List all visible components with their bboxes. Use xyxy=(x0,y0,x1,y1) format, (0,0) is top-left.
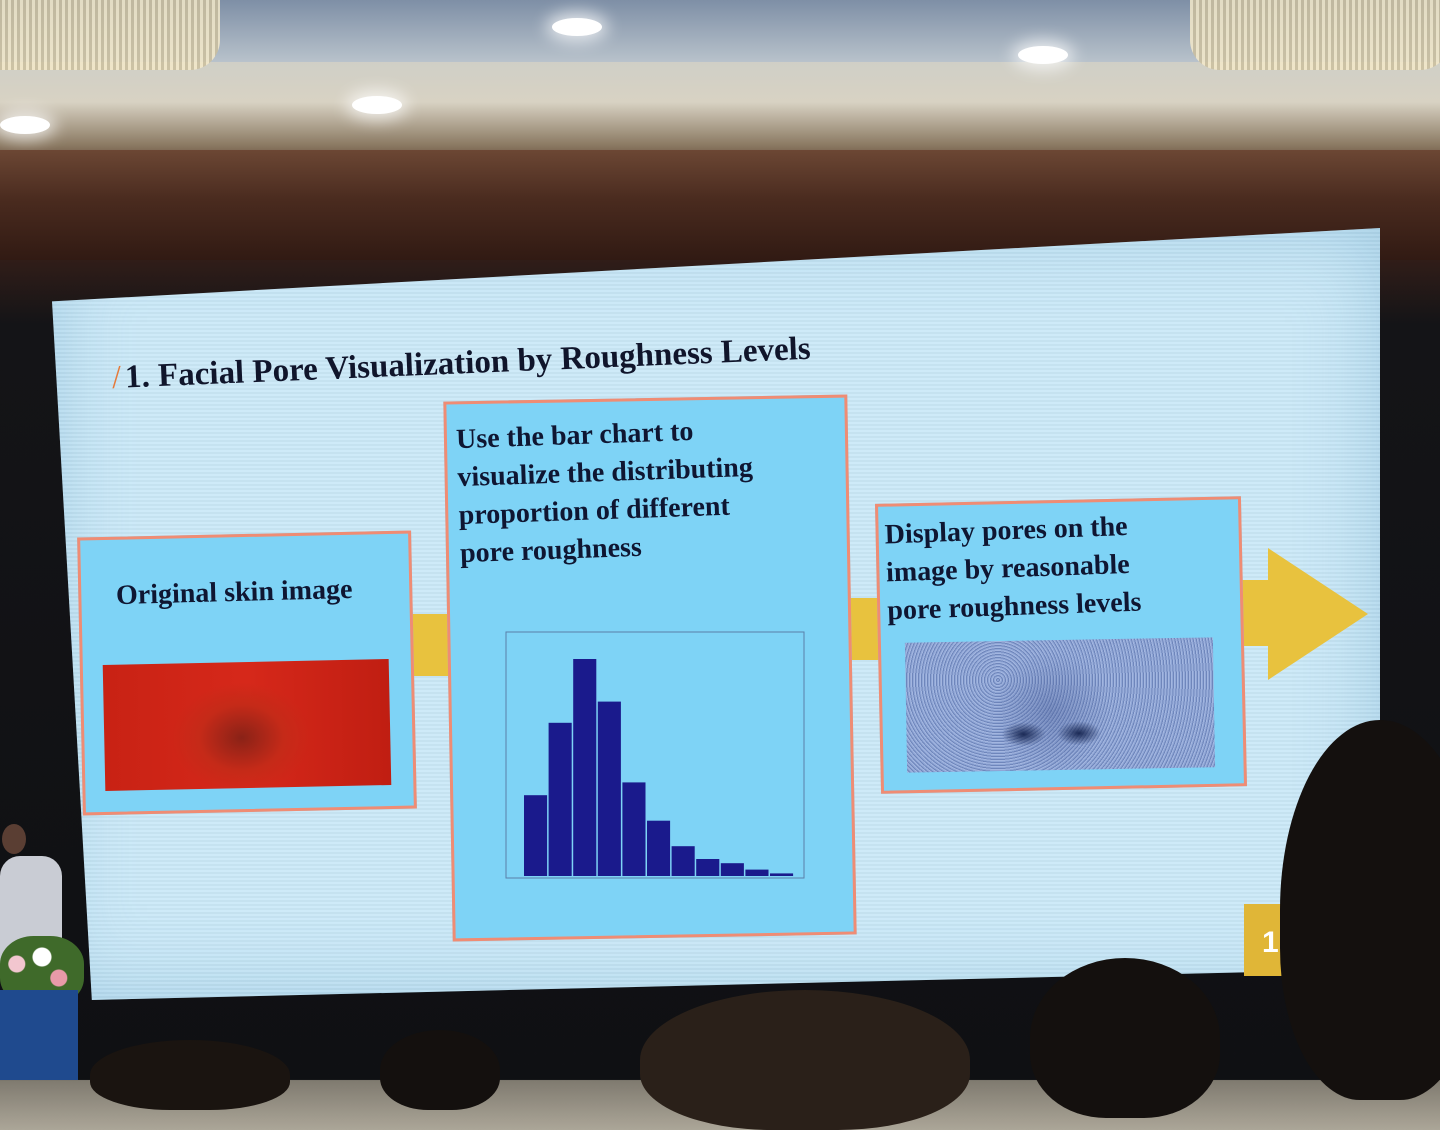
arrow-stem xyxy=(1240,580,1270,646)
audience-head xyxy=(90,1040,290,1110)
podium xyxy=(0,990,78,1080)
audience-head xyxy=(640,990,970,1130)
histogram-bar xyxy=(720,863,744,876)
histogram-bar xyxy=(573,659,597,876)
histogram-bar xyxy=(770,873,794,876)
histogram-bar xyxy=(671,846,695,876)
plot-frame xyxy=(505,631,805,879)
title-slash: / xyxy=(111,359,122,396)
original-skin-image xyxy=(102,659,392,791)
chandelier-right xyxy=(1190,0,1440,70)
original-image-caption: Original skin image xyxy=(115,573,353,612)
chandelier-left xyxy=(0,0,220,70)
histogram-bar xyxy=(597,701,621,876)
bar-chart-description: Use the bar chart to visualize the distr… xyxy=(455,411,756,573)
histogram-bar xyxy=(524,795,548,876)
pore-display-description: Display pores on the image by reasonable… xyxy=(884,508,1142,631)
ceiling-light xyxy=(552,18,602,36)
histogram-bar xyxy=(622,782,646,876)
histogram-bar xyxy=(647,820,671,876)
arrow-right-icon xyxy=(1268,548,1368,680)
bar-group xyxy=(524,659,794,876)
audience-head xyxy=(1280,720,1440,1100)
audience-head xyxy=(1030,958,1220,1118)
ceiling-light xyxy=(0,116,50,134)
pore-visualization-image xyxy=(904,637,1216,773)
histogram-bar xyxy=(548,722,572,876)
audience-head xyxy=(380,1030,500,1110)
histogram-bar xyxy=(696,859,720,876)
ceiling-light xyxy=(1018,46,1068,64)
histogram-bar xyxy=(745,869,769,876)
ceiling-light xyxy=(352,96,402,114)
roughness-histogram xyxy=(505,631,805,879)
